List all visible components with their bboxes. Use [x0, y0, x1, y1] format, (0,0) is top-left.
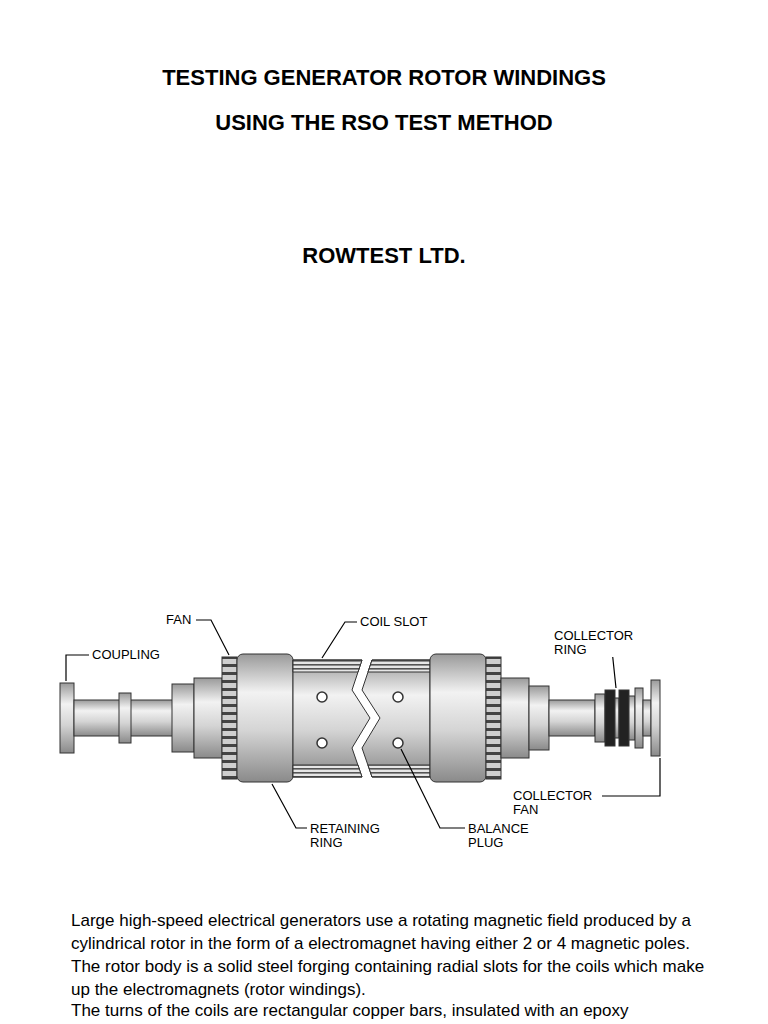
retaining-ring [237, 654, 293, 782]
shaft-collar [595, 694, 605, 742]
leader-line [401, 749, 465, 828]
retaining-ring [430, 654, 486, 782]
balance-plug [317, 738, 327, 748]
leader-line [272, 784, 307, 828]
rotor-body [362, 660, 430, 777]
leader-line [66, 655, 89, 681]
rotor-body [293, 660, 370, 777]
shaft [643, 700, 651, 736]
fan [222, 657, 237, 779]
shaft-collar [119, 693, 131, 743]
balance-plug [317, 692, 327, 702]
collector-spacer [615, 698, 619, 738]
collector-hub [635, 688, 643, 748]
leader-line [196, 620, 229, 655]
part-label: COUPLING [91, 648, 161, 662]
coil-slots [293, 765, 362, 777]
shaft-step [172, 684, 194, 752]
part-label: COLLECTOR RING [553, 629, 635, 657]
shaft-step [529, 686, 549, 750]
shaft [549, 700, 595, 736]
collector-ring [619, 690, 629, 746]
coil-slots [293, 660, 362, 672]
coil-slots [368, 660, 430, 672]
balance-plug [393, 692, 403, 702]
body-paragraph: The turns of the coils are rectangular c… [71, 999, 751, 1022]
body-paragraph: Large high-speed electrical generators u… [71, 909, 711, 1001]
shaft-step [501, 678, 529, 758]
part-label: COLLECTOR FAN [512, 789, 594, 817]
collector-spacer [629, 696, 635, 740]
leader-line [322, 622, 357, 658]
part-label: COIL SLOT [359, 615, 428, 629]
part-label: RETAINING RING [309, 822, 393, 850]
part-label: FAN [165, 613, 192, 627]
collector-ring [605, 690, 615, 746]
coupling-flange [60, 683, 74, 753]
page-title: TESTING GENERATOR ROTOR WINDINGS USING T… [134, 55, 634, 145]
company-name: ROWTEST LTD. [184, 243, 584, 269]
leader-line [602, 758, 660, 796]
coil-slots [368, 765, 430, 777]
fan [486, 657, 501, 779]
collector-fan [651, 680, 660, 756]
part-label: BALANCE PLUG [467, 822, 541, 850]
leader-lines [66, 620, 660, 828]
balance-plug [393, 738, 403, 748]
shaft-step [194, 678, 222, 758]
